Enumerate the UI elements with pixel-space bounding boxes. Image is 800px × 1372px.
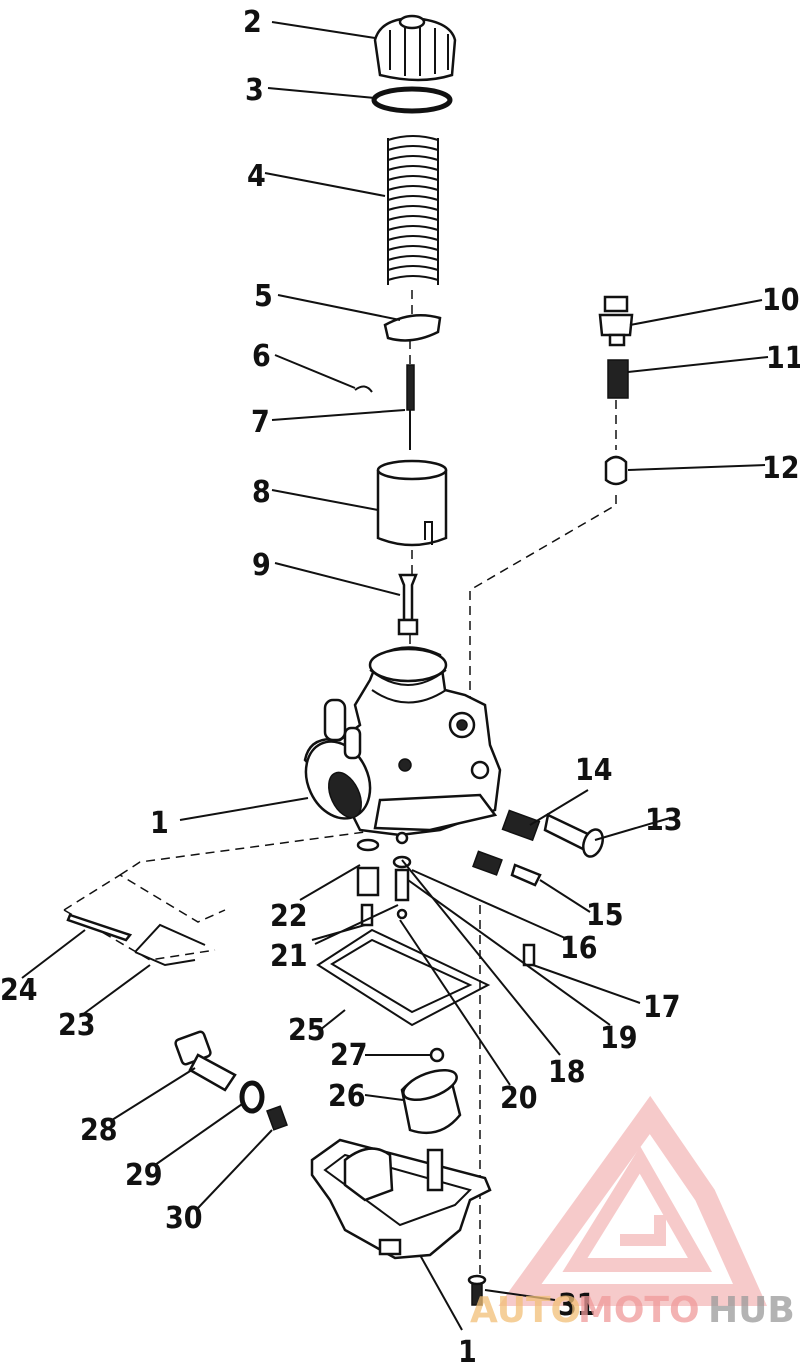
callout-labels: 2 3 4 5 6 7 8 9 10 11 12 14 13 1 15 22 1… xyxy=(0,5,800,1370)
part-banjo-fitting xyxy=(174,1030,237,1092)
callout-19: 19 xyxy=(600,1021,638,1056)
callout-27: 27 xyxy=(330,1038,368,1073)
part-cable-end xyxy=(604,455,628,486)
callout-12: 12 xyxy=(762,451,800,486)
callout-10: 10 xyxy=(762,283,800,318)
part-cap xyxy=(373,14,457,82)
callout-23: 23 xyxy=(58,1008,96,1043)
watermark-logo xyxy=(498,1095,768,1306)
part-cable-adjuster xyxy=(598,295,634,347)
part-drain-screw xyxy=(266,1105,288,1131)
callout-15: 15 xyxy=(586,898,624,933)
part-float xyxy=(400,1068,462,1135)
callout-11: 11 xyxy=(766,341,800,376)
part-needle-jet xyxy=(397,573,419,636)
callout-4: 4 xyxy=(247,159,266,194)
callout-18: 18 xyxy=(548,1055,586,1090)
watermark-hub: HUB xyxy=(708,1290,795,1331)
callout-1-body: 1 xyxy=(150,806,169,841)
part-float-pin xyxy=(66,913,133,942)
callout-13: 13 xyxy=(645,803,683,838)
callout-31: 31 xyxy=(558,1288,596,1323)
callout-21: 21 xyxy=(270,939,308,974)
part-jet-needle xyxy=(406,364,415,450)
callout-17: 17 xyxy=(643,990,681,1025)
callout-5: 5 xyxy=(254,279,273,314)
part-air-screw-spring xyxy=(501,809,541,842)
callout-28: 28 xyxy=(80,1113,118,1148)
watermark-moto: MOTO xyxy=(578,1290,700,1331)
part-carburetor-body xyxy=(303,646,502,837)
callout-24: 24 xyxy=(0,973,38,1008)
part-float-ball xyxy=(429,1047,445,1063)
callout-22: 22 xyxy=(270,899,308,934)
part-retainer-plate xyxy=(383,313,442,342)
part-small-spring xyxy=(607,359,629,399)
part-float-bowl-gasket xyxy=(316,928,491,1027)
callout-16: 16 xyxy=(560,931,598,966)
callout-7: 7 xyxy=(251,405,270,440)
callout-9: 9 xyxy=(252,548,271,583)
part-float-bowl xyxy=(310,1138,492,1260)
leader-lines xyxy=(21,21,769,1331)
callout-1-bowl: 1 xyxy=(458,1335,477,1370)
callout-30: 30 xyxy=(165,1201,203,1236)
part-air-screw xyxy=(543,813,604,858)
part-plug xyxy=(522,943,536,967)
callout-6: 6 xyxy=(252,339,271,374)
callout-3: 3 xyxy=(245,73,264,108)
callout-8: 8 xyxy=(252,475,271,510)
callout-26: 26 xyxy=(328,1079,366,1114)
part-main-jet xyxy=(356,838,380,927)
callout-20: 20 xyxy=(500,1081,538,1116)
callout-14: 14 xyxy=(575,753,613,788)
part-spring xyxy=(387,135,439,285)
part-needle-clip xyxy=(354,385,373,393)
part-washer xyxy=(371,86,453,114)
callout-29: 29 xyxy=(125,1158,163,1193)
part-idle-screw xyxy=(472,850,542,887)
watermark-text: AUTO MOTO HUB xyxy=(470,1290,795,1331)
part-float-arm xyxy=(134,923,206,967)
watermark-auto: AUTO xyxy=(470,1290,581,1331)
callout-25: 25 xyxy=(288,1013,326,1048)
part-drain-washer xyxy=(239,1080,265,1114)
callout-2: 2 xyxy=(243,5,262,40)
part-throttle-valve xyxy=(376,459,448,547)
part-bowl-screw xyxy=(467,1274,487,1306)
